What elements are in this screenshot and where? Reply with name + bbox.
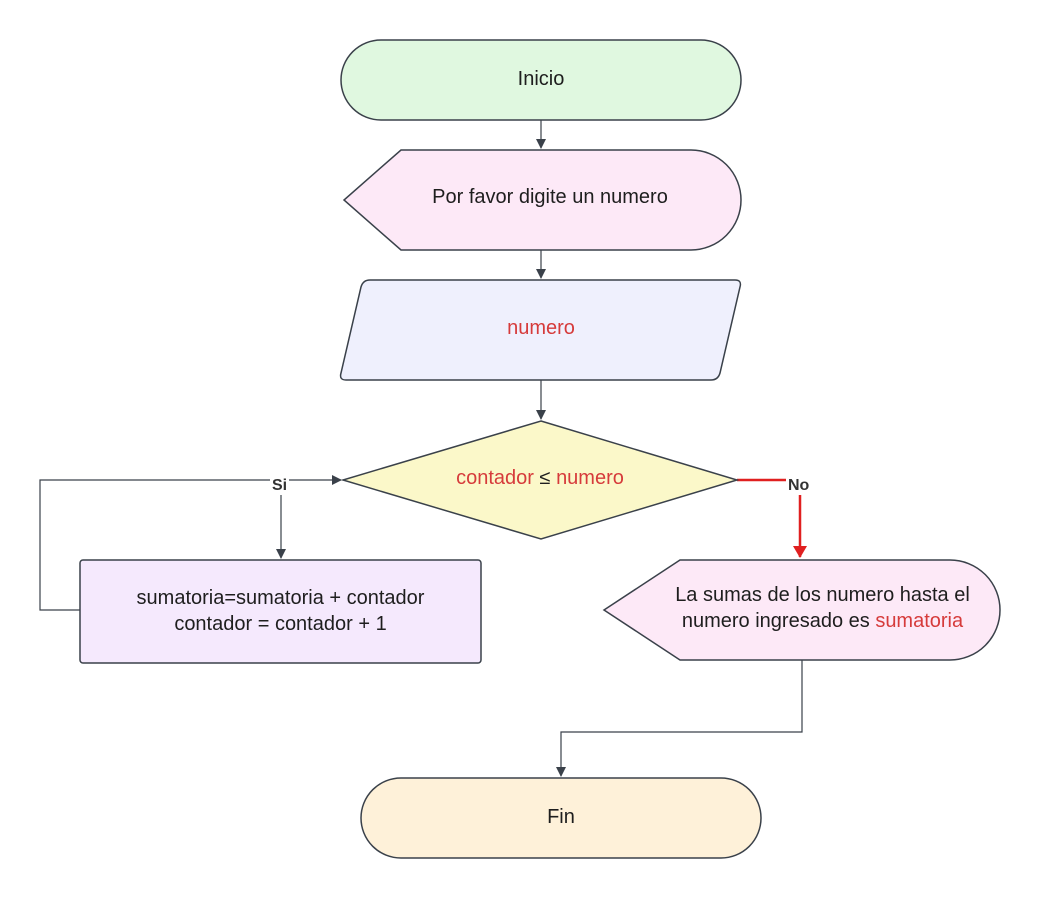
output-label: La sumas de los numero hasta el numero i… xyxy=(640,582,1005,634)
output-line-2-text: numero ingresado es xyxy=(681,610,876,632)
edge-output-fin xyxy=(556,660,803,777)
decision-right-var: numero xyxy=(556,467,624,489)
input-node xyxy=(339,279,742,381)
edge-loop-back xyxy=(39,475,342,611)
decision-left-var: contador xyxy=(456,467,534,489)
fin-label: Fin xyxy=(547,806,575,828)
output-node xyxy=(602,559,1001,661)
output-var: sumatoria xyxy=(875,610,964,632)
output-line-2: numero ingresado es sumatoria xyxy=(640,608,1005,634)
process-line-2: contador = contador + 1 xyxy=(174,613,387,635)
decision-node xyxy=(340,420,740,540)
prompt-label: Por favor digite un numero xyxy=(432,186,668,208)
process-line-1: sumatoria=sumatoria + contador xyxy=(136,587,425,609)
no-edge-label: No xyxy=(786,477,812,495)
inicio-label: Inicio xyxy=(517,68,565,90)
decision-operator: ≤ xyxy=(533,467,557,489)
prompt-node xyxy=(342,149,742,251)
decision-label: contador ≤ numero xyxy=(380,465,700,491)
process-node xyxy=(79,559,482,664)
inicio-node xyxy=(340,39,742,121)
yes-edge-label: Si xyxy=(270,477,290,495)
output-line-1: La sumas de los numero hasta el xyxy=(675,584,970,606)
input-label: numero xyxy=(507,317,575,339)
process-label: sumatoria=sumatoria + contador contador … xyxy=(80,585,481,637)
fin-node xyxy=(360,777,762,859)
